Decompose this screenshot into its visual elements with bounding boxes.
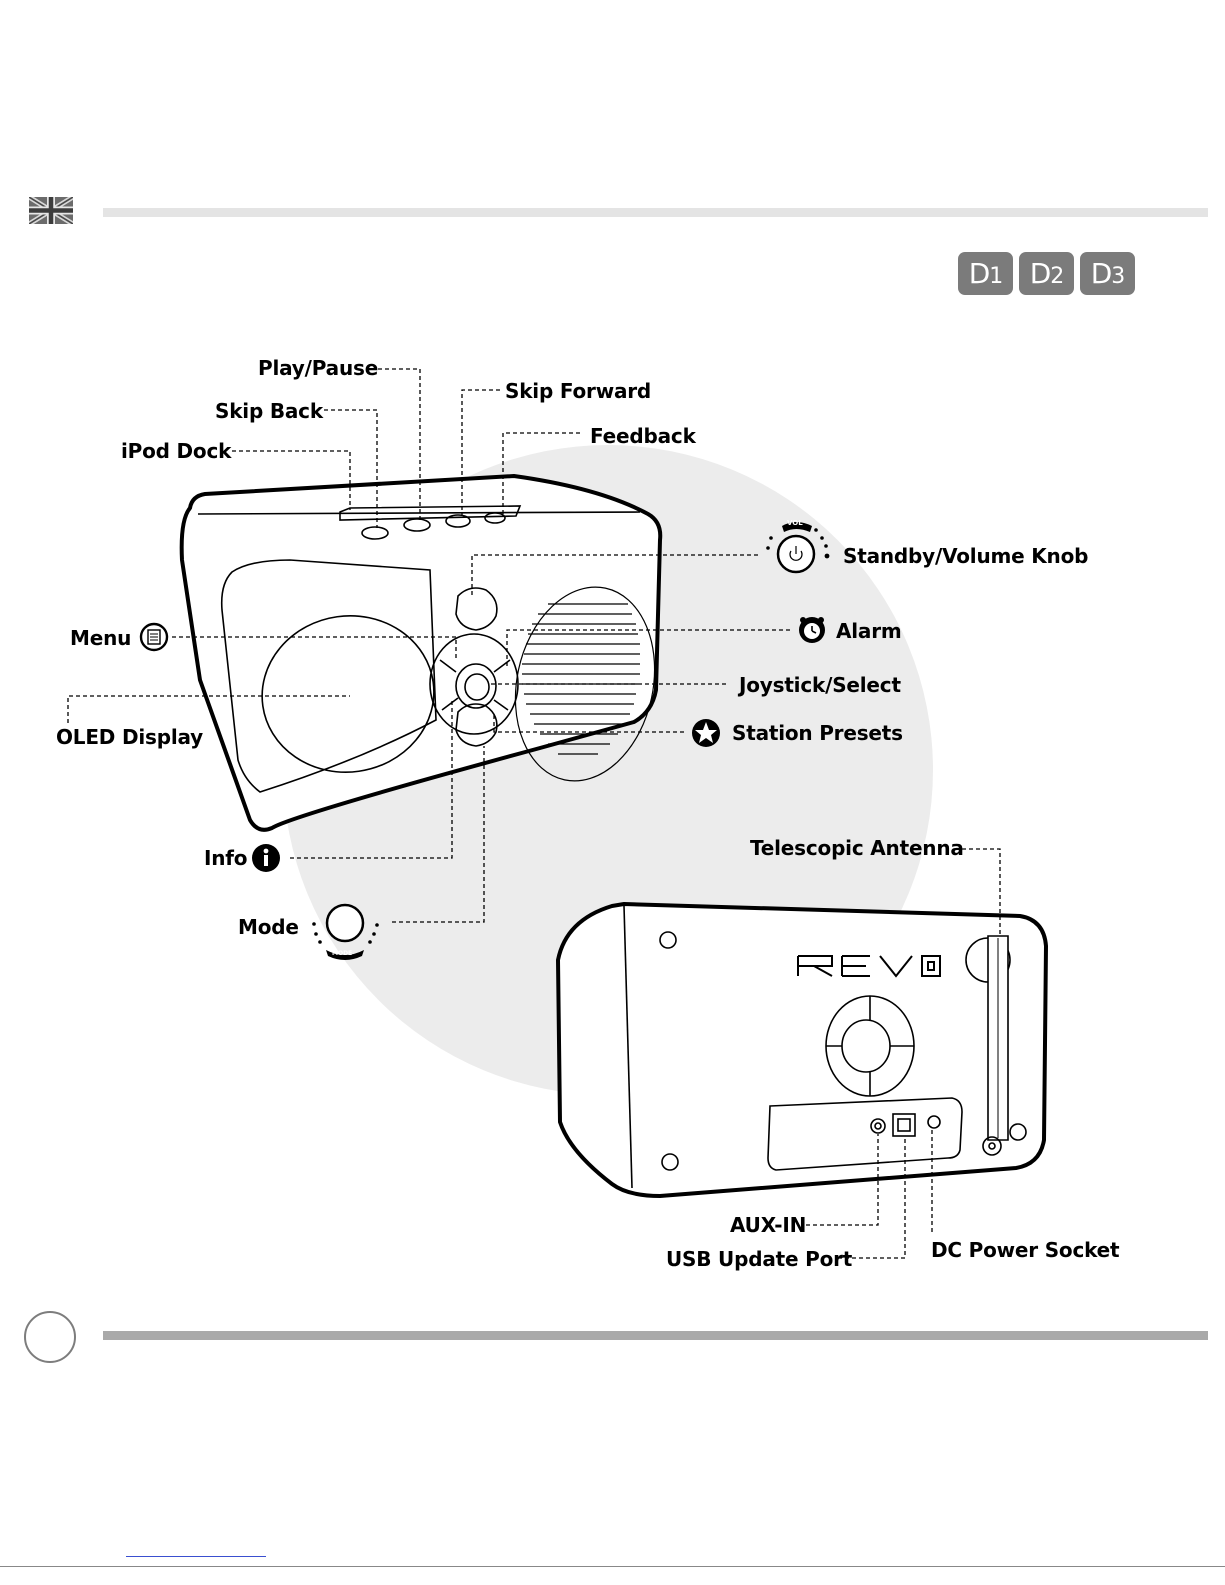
- label-info: Info: [204, 846, 247, 870]
- label-station-presets: Station Presets: [732, 721, 903, 745]
- label-oled-display: OLED Display: [56, 725, 203, 749]
- label-feedback: Feedback: [590, 424, 696, 448]
- footer-link-line: [126, 1556, 266, 1557]
- footer-rule: [103, 1331, 1208, 1340]
- label-standby-volume: Standby/Volume Knob: [843, 544, 1088, 568]
- label-telescopic-antenna: Telescopic Antenna: [750, 836, 964, 860]
- label-play-pause: Play/Pause: [258, 356, 378, 380]
- footer-bottom-line: [0, 1566, 1225, 1567]
- label-dc-power: DC Power Socket: [931, 1238, 1119, 1262]
- vol-knob-text: VOL: [787, 519, 803, 527]
- alarm-clock-icon: [799, 617, 825, 643]
- label-joystick: Joystick/Select: [739, 673, 901, 697]
- label-menu: Menu: [70, 626, 131, 650]
- label-skip-back: Skip Back: [215, 399, 323, 423]
- page-number-circle: [24, 1311, 76, 1363]
- info-icon: [252, 844, 280, 872]
- label-alarm: Alarm: [836, 619, 902, 643]
- label-skip-forward: Skip Forward: [505, 379, 651, 403]
- label-mode: Mode: [238, 915, 299, 939]
- menu-icon: [141, 624, 167, 650]
- mode-knob-text: MODE: [332, 950, 352, 957]
- star-icon: [692, 719, 720, 747]
- label-aux-in: AUX-IN: [730, 1213, 806, 1237]
- label-usb-port: USB Update Port: [666, 1247, 852, 1271]
- label-ipod-dock: iPod Dock: [121, 439, 231, 463]
